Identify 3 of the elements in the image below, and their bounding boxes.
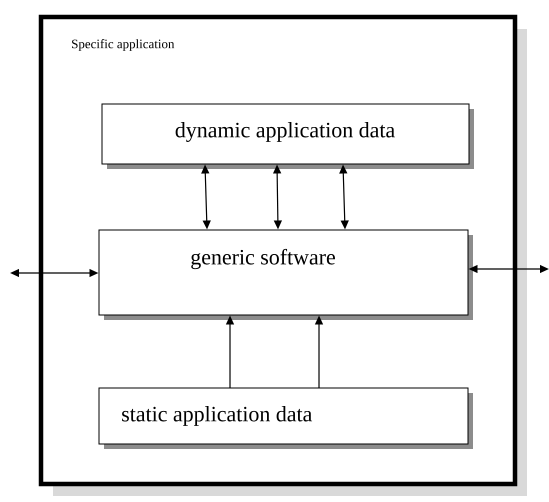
process-box: static application data (98, 388, 473, 449)
process-box: dynamic application data (102, 104, 474, 169)
process-box: generic software (98, 230, 473, 320)
